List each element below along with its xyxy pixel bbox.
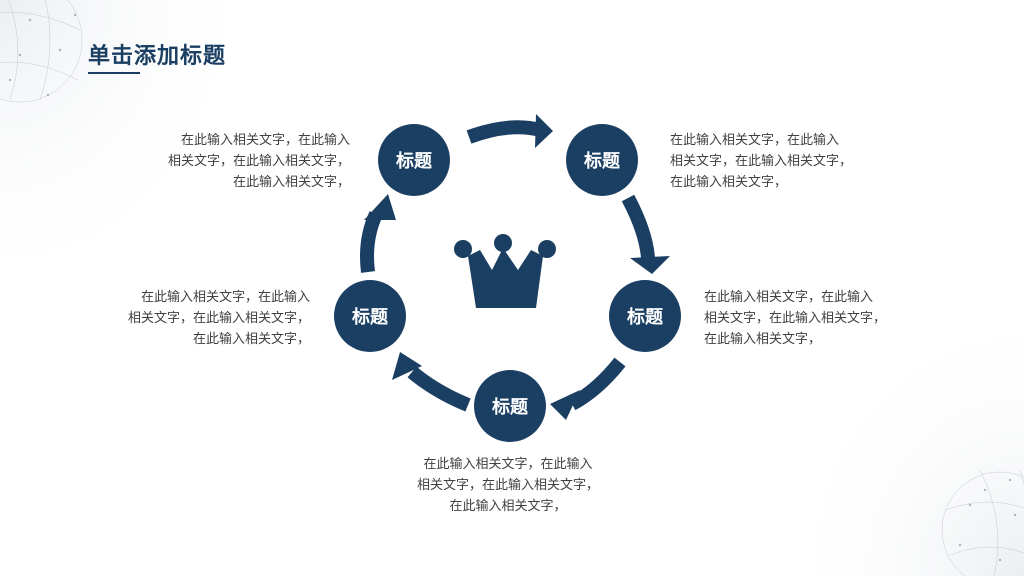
crown-icon [454, 234, 556, 308]
node-top-right[interactable]: 标题 [566, 124, 638, 196]
desc-line: 在此输入相关文字， [670, 175, 788, 190]
arrow-top-head [535, 114, 553, 148]
desc-right[interactable]: 在此输入相关文字，在此输入 相关文字，在此输入相关文字， 在此输入相关文字， [704, 287, 924, 350]
arrow-top [466, 120, 542, 144]
desc-line: 在此输入相关文字，在此输入 [670, 133, 840, 148]
arrow-bottom-right [568, 357, 626, 411]
arrow-bottom-right-head [550, 390, 580, 420]
desc-line: 在此输入相关文字，在此输入 [180, 133, 350, 148]
desc-top-right[interactable]: 在此输入相关文字，在此输入 相关文字，在此输入相关文字， 在此输入相关文字， [670, 130, 890, 193]
desc-line: 在此输入相关文字， [232, 175, 350, 190]
desc-line: 在此输入相关文字，在此输入 [140, 290, 310, 305]
desc-line: 相关文字，在此输入相关文字， [127, 311, 310, 326]
desc-left[interactable]: 在此输入相关文字，在此输入 相关文字，在此输入相关文字， 在此输入相关文字， [90, 287, 310, 350]
desc-top-left[interactable]: 在此输入相关文字，在此输入 相关文字，在此输入相关文字， 在此输入相关文字， [130, 130, 350, 193]
arrow-left-head [364, 194, 396, 220]
node-bottom[interactable]: 标题 [474, 370, 546, 442]
arrow-bottom-left-head [392, 352, 422, 380]
desc-bottom[interactable]: 在此输入相关文字，在此输入 相关文字，在此输入相关文字， 在此输入相关文字， [398, 454, 618, 517]
arrow-left [360, 211, 383, 273]
desc-line: 相关文字，在此输入相关文字， [416, 478, 599, 493]
desc-line: 相关文字，在此输入相关文字， [167, 154, 350, 169]
desc-line: 在此输入相关文字，在此输入 [704, 290, 874, 305]
arrow-right [621, 194, 655, 259]
desc-line: 相关文字，在此输入相关文字， [704, 311, 887, 326]
desc-line: 相关文字，在此输入相关文字， [670, 154, 853, 169]
arrow-bottom-left [407, 366, 471, 412]
arrow-right-head [630, 256, 670, 274]
node-left[interactable]: 标题 [334, 280, 406, 352]
node-top-left[interactable]: 标题 [378, 124, 450, 196]
title-underline [88, 72, 140, 74]
node-right[interactable]: 标题 [609, 280, 681, 352]
desc-line: 在此输入相关文字， [449, 499, 567, 514]
desc-line: 在此输入相关文字，在此输入 [423, 457, 593, 472]
slide-title[interactable]: 单击添加标题 [88, 44, 227, 69]
desc-line: 在此输入相关文字， [192, 332, 310, 347]
desc-line: 在此输入相关文字， [704, 332, 822, 347]
